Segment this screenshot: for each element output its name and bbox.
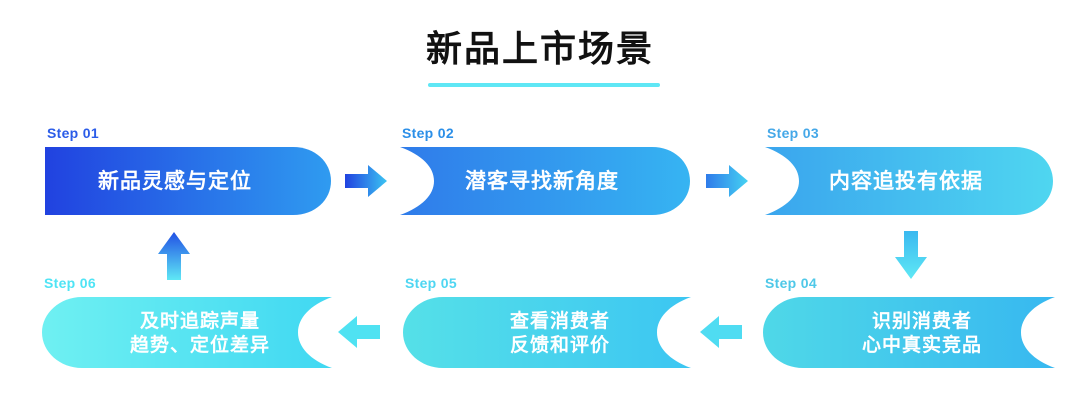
step-shape-04 (763, 297, 1055, 368)
arrow-step1-to-step2 (345, 164, 387, 198)
arrow-step4-to-step5 (700, 315, 742, 349)
arrow-step2-to-step3 (706, 164, 748, 198)
step-shape-03 (765, 147, 1053, 215)
step-card-03[interactable]: Step 03 内容追投有依据 (765, 125, 1053, 215)
step-shape-05 (403, 297, 691, 368)
step-card-05[interactable]: Step 05 查看消费者 反馈和评价 (403, 275, 691, 368)
page-title-wrap: 新品上市场景 (0, 28, 1080, 72)
step-card-04[interactable]: Step 04 识别消费者 心中真实竞品 (763, 275, 1055, 368)
step-card-02[interactable]: Step 02 潜客寻找新角度 (400, 125, 690, 215)
step-card-06[interactable]: Step 06 及时追踪声量 趋势、定位差异 (42, 275, 332, 368)
arrow-step3-to-step4 (894, 231, 928, 279)
step-shape-01 (45, 147, 331, 215)
step-label-01: Step 01 (47, 125, 99, 141)
step-label-04: Step 04 (765, 275, 817, 291)
step-label-03: Step 03 (767, 125, 819, 141)
title-underline (428, 83, 660, 87)
step-label-05: Step 05 (405, 275, 457, 291)
step-card-01[interactable]: Step 01 新品灵感与定位 (45, 125, 331, 215)
step-label-02: Step 02 (402, 125, 454, 141)
step-label-06: Step 06 (44, 275, 96, 291)
arrow-step6-to-step1 (157, 232, 191, 280)
step-shape-02 (400, 147, 690, 215)
page-title: 新品上市场景 (425, 29, 654, 70)
step-shape-06 (42, 297, 332, 368)
arrow-step5-to-step6 (338, 315, 380, 349)
